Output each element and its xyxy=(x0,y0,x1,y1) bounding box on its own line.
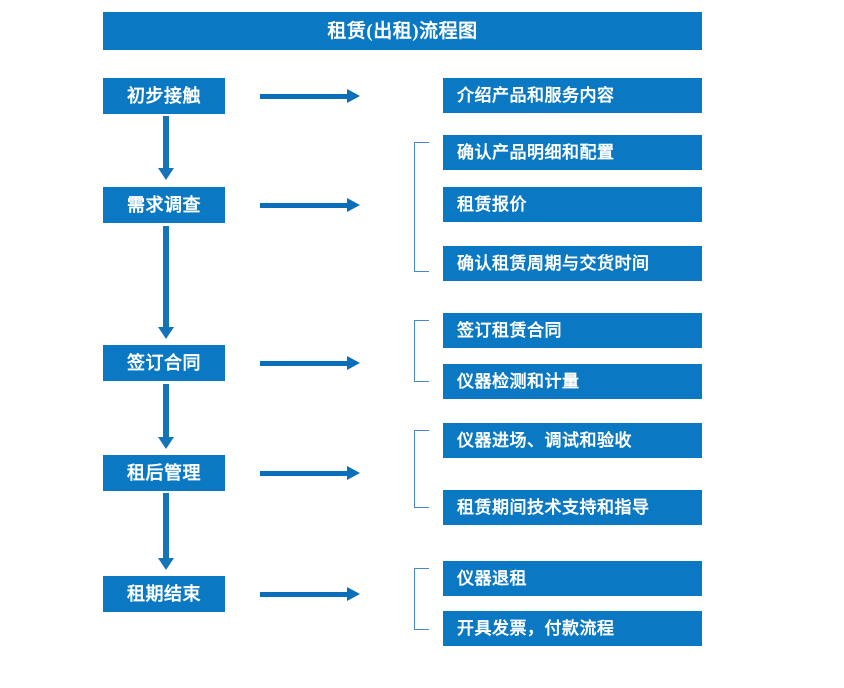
arrow-shaft xyxy=(260,592,348,597)
vertical-arrow-icon-2 xyxy=(158,226,174,339)
vertical-arrow-icon-4 xyxy=(158,493,174,570)
arrow-head xyxy=(158,437,174,449)
stage-box-5[interactable]: 租期结束 xyxy=(103,576,225,612)
horizontal-arrow-icon-4 xyxy=(260,466,360,480)
detail-box-1[interactable]: 介绍产品和服务内容 xyxy=(443,78,702,113)
arrow-head xyxy=(347,587,360,601)
arrow-shaft xyxy=(163,384,169,437)
stage-box-2[interactable]: 需求调查 xyxy=(103,187,225,223)
vertical-arrow-icon-3 xyxy=(158,384,174,449)
horizontal-arrow-icon-1 xyxy=(260,89,360,103)
detail-box-2[interactable]: 确认产品明细和配置 xyxy=(443,135,702,170)
detail-box-6[interactable]: 仪器检测和计量 xyxy=(443,364,702,399)
detail-box-3[interactable]: 租赁报价 xyxy=(443,187,702,222)
detail-box-5[interactable]: 签订租赁合同 xyxy=(443,313,702,348)
stage-box-4[interactable]: 租后管理 xyxy=(103,455,225,491)
group-bracket-icon-2 xyxy=(414,320,429,382)
horizontal-arrow-icon-5 xyxy=(260,587,360,601)
group-bracket-icon-3 xyxy=(414,430,429,508)
arrow-shaft xyxy=(260,361,348,366)
group-bracket-icon-1 xyxy=(414,142,429,272)
arrow-shaft xyxy=(260,94,348,99)
arrow-head xyxy=(347,356,360,370)
arrow-head xyxy=(347,466,360,480)
arrow-shaft xyxy=(163,226,169,327)
stage-box-3[interactable]: 签订合同 xyxy=(103,345,225,381)
detail-box-7[interactable]: 仪器进场、调试和验收 xyxy=(443,423,702,458)
detail-box-4[interactable]: 确认租赁周期与交货时间 xyxy=(443,246,702,281)
vertical-arrow-icon-1 xyxy=(158,116,174,180)
detail-box-9[interactable]: 仪器退租 xyxy=(443,561,702,596)
group-bracket-icon-4 xyxy=(414,568,429,630)
arrow-shaft xyxy=(260,471,348,476)
arrow-head xyxy=(347,89,360,103)
chart-title-banner: 租赁(出租)流程图 xyxy=(103,12,702,50)
horizontal-arrow-icon-2 xyxy=(260,198,360,212)
arrow-head xyxy=(347,198,360,212)
arrow-shaft xyxy=(260,203,348,208)
arrow-head xyxy=(158,327,174,339)
arrow-shaft xyxy=(163,116,169,168)
arrow-head xyxy=(158,168,174,180)
horizontal-arrow-icon-3 xyxy=(260,356,360,370)
arrow-head xyxy=(158,558,174,570)
stage-box-1[interactable]: 初步接触 xyxy=(103,78,225,114)
arrow-shaft xyxy=(163,493,169,558)
detail-box-8[interactable]: 租赁期间技术支持和指导 xyxy=(443,490,702,525)
detail-box-10[interactable]: 开具发票，付款流程 xyxy=(443,611,702,646)
